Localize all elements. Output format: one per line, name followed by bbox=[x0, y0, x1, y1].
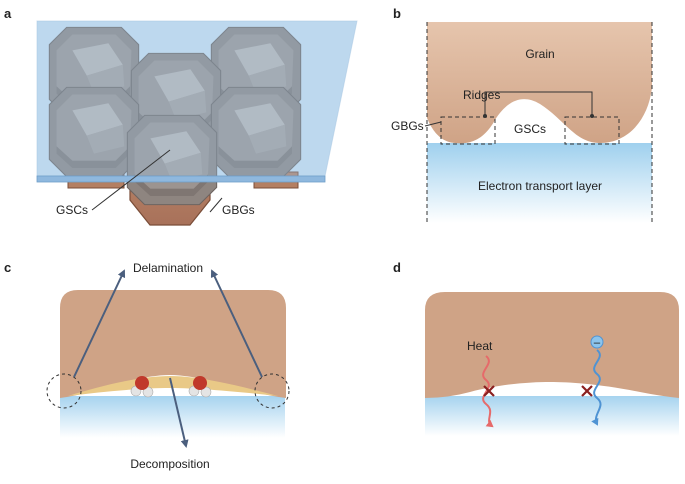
etl-layer-c bbox=[60, 396, 285, 438]
etl-layer-d bbox=[425, 396, 679, 436]
panel-b: b Grain Ridges GBGs GSCs Electron transp… bbox=[391, 6, 653, 223]
grain-body-c bbox=[60, 290, 286, 398]
gbgs-label-a: GBGs bbox=[222, 203, 255, 217]
panel-d: d Heat – bbox=[393, 260, 679, 436]
water-molecule-right bbox=[188, 376, 212, 398]
water-molecule-left bbox=[130, 376, 154, 398]
gbgs-callout-line bbox=[209, 197, 223, 213]
gbg-box-left bbox=[440, 116, 496, 145]
gbgs-label-b: GBGs bbox=[391, 119, 424, 133]
panel-a: a GSCs GBGs bbox=[4, 6, 358, 226]
panel-c-label: c bbox=[4, 260, 11, 275]
panel-c: c Delamination Decomposition bbox=[4, 260, 290, 471]
ridges-label-b: Ridges bbox=[463, 88, 500, 102]
heat-wave-arrow bbox=[482, 355, 494, 428]
gscs-label-b: GSCs bbox=[514, 122, 546, 136]
substrate-glass-edge bbox=[36, 175, 326, 183]
gscs-callout-line bbox=[91, 149, 171, 211]
decomposition-arrow bbox=[169, 377, 189, 448]
gbg-box-right bbox=[564, 116, 620, 145]
ridges-bracket bbox=[484, 91, 593, 116]
grain-body-d bbox=[425, 292, 679, 398]
grain-label-b: Grain bbox=[525, 47, 554, 61]
electron-blocked-x-icon bbox=[581, 385, 593, 397]
interface-gap-c bbox=[68, 376, 278, 396]
panel-b-label: b bbox=[393, 6, 401, 21]
delamination-arrow-right bbox=[210, 269, 263, 378]
delamination-label: Delamination bbox=[133, 261, 203, 275]
etl-label-b: Electron transport layer bbox=[478, 179, 602, 193]
substrate-glass-front bbox=[36, 20, 358, 177]
grain-body-b bbox=[427, 22, 652, 144]
delamination-arrow-left bbox=[73, 269, 126, 378]
gbgs-pointer-b bbox=[424, 121, 442, 127]
electron-wave-arrow bbox=[591, 349, 602, 426]
delamination-circle-right bbox=[254, 373, 290, 409]
electron-symbol: – bbox=[594, 337, 601, 349]
etl-layer-b bbox=[427, 143, 652, 223]
electron-icon bbox=[590, 335, 604, 349]
decomposition-label: Decomposition bbox=[130, 457, 209, 471]
panel-a-label: a bbox=[4, 6, 12, 21]
heat-blocked-x-icon bbox=[483, 385, 495, 397]
panel-d-label: d bbox=[393, 260, 401, 275]
gscs-label-a: GSCs bbox=[56, 203, 88, 217]
heat-label: Heat bbox=[467, 339, 493, 353]
delamination-circle-left bbox=[46, 373, 82, 409]
